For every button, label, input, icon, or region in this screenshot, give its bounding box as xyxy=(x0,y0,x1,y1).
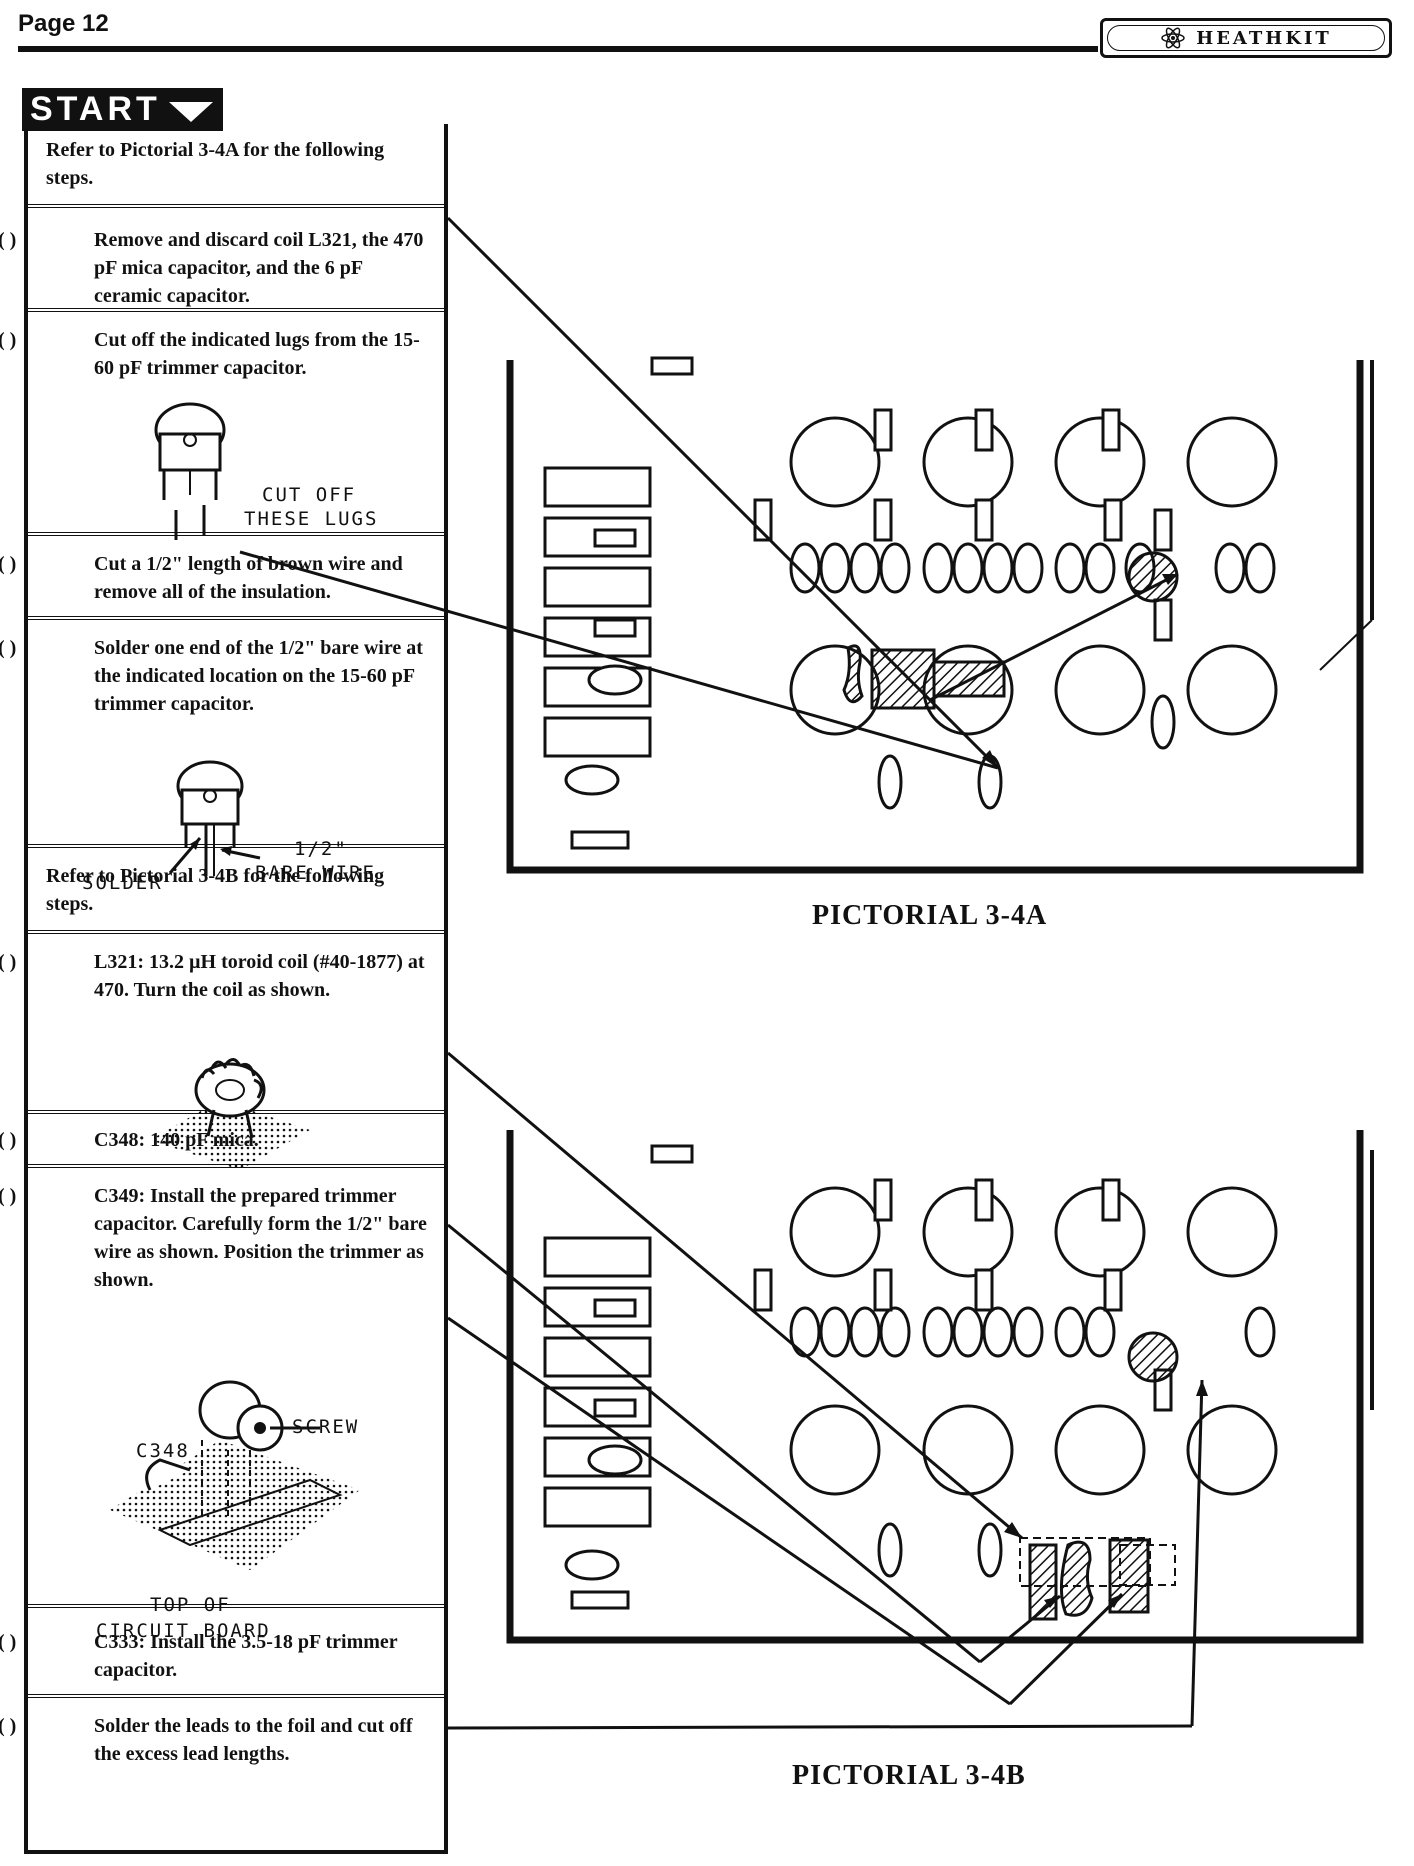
logo-frame xyxy=(1107,25,1385,51)
page-number: Page 12 xyxy=(18,10,109,37)
solder-wire-figure xyxy=(168,760,261,876)
bare-wire-label: BARE WIRE xyxy=(255,862,376,884)
step-text: C333: Install the 3.5-18 pF trimmer capa… xyxy=(94,1631,398,1681)
step-c349: ( ) C349: Install the prepared trimmer ca… xyxy=(0,1168,444,1608)
brand-name: HEATHKIT xyxy=(1196,27,1332,49)
pictorial-3-4b xyxy=(506,1130,1374,1644)
atom-icon xyxy=(1161,27,1185,49)
step-solder-wire: ( ) Solder one end of the 1/2" bare wire … xyxy=(0,620,444,848)
pictorial-3-4b-caption: PICTORIAL 3-4B xyxy=(792,1760,1026,1791)
step-text: C349: Install the prepared trimmer capac… xyxy=(94,1185,427,1291)
checkbox[interactable]: ( ) xyxy=(0,951,17,973)
circuit-board-label: CIRCUIT BOARD xyxy=(96,1620,271,1642)
checkbox[interactable]: ( ) xyxy=(0,329,17,351)
pictorial-3-4a-caption: PICTORIAL 3-4A xyxy=(812,900,1048,931)
step-cut-lugs: ( ) Cut off the indicated lugs from the 1… xyxy=(0,312,444,536)
cut-off-label: CUT OFF xyxy=(262,484,357,506)
checkbox[interactable]: ( ) xyxy=(0,229,17,251)
step-c333: ( ) C333: Install the 3.5-18 pF trimmer c… xyxy=(0,1608,444,1698)
top-of-label: TOP OF xyxy=(150,1594,231,1616)
these-lugs-label: THESE LUGS xyxy=(244,508,379,530)
step-remove-coil: ( ) Remove and discard coil L321, the 470… xyxy=(0,208,444,312)
down-arrow-icon xyxy=(168,101,213,122)
checkbox[interactable]: ( ) xyxy=(0,553,17,575)
step-text: Refer to Pictorial 3-4A for the followin… xyxy=(46,139,385,189)
c348-label: C348 xyxy=(136,1440,190,1462)
screw-label: SCREW xyxy=(292,1416,360,1438)
step-text: Cut off the indicated lugs from the 15-6… xyxy=(94,329,420,379)
trimmer-install-figure xyxy=(110,1380,360,1570)
step-text: Cut a 1/2" length of brown wire and remo… xyxy=(94,553,403,603)
checkbox[interactable]: ( ) xyxy=(0,1129,17,1151)
checkbox[interactable]: ( ) xyxy=(0,1715,17,1737)
step-text: Solder the leads to the foil and cut off… xyxy=(94,1715,413,1765)
start-label: START xyxy=(30,90,161,128)
solder-label: SOLDER xyxy=(82,872,163,894)
step-text: Solder one end of the 1/2" bare wire at … xyxy=(94,637,423,715)
step-text: Remove and discard coil L321, the 470 pF… xyxy=(94,229,424,307)
trimmer-lugs-figure xyxy=(154,402,226,540)
pictorial-3-4a xyxy=(506,356,1374,874)
header-rule xyxy=(18,46,1098,52)
step-refer-b: Refer to Pictorial 3-4B for the followin… xyxy=(28,848,444,934)
checkbox[interactable]: ( ) xyxy=(0,1631,17,1653)
step-refer-a: Refer to Pictorial 3-4A for the followin… xyxy=(28,124,444,208)
half-inch-label: 1/2" xyxy=(294,838,348,860)
checkbox[interactable]: ( ) xyxy=(0,637,17,659)
steps-column: Refer to Pictorial 3-4A for the followin… xyxy=(0,124,448,1854)
brand-logo: HEATHKIT xyxy=(1100,18,1392,58)
step-solder-leads: ( ) Solder the leads to the foil and cut … xyxy=(0,1698,444,1854)
step-text: Refer to Pictorial 3-4B for the followin… xyxy=(46,865,385,915)
toroid-coil-figure xyxy=(150,1058,310,1170)
step-text: L321: 13.2 µH toroid coil (#40-1877) at … xyxy=(94,951,425,1001)
start-tag: START xyxy=(22,88,223,131)
checkbox[interactable]: ( ) xyxy=(0,1185,17,1207)
step-cut-wire: ( ) Cut a 1/2" length of brown wire and r… xyxy=(0,536,444,620)
